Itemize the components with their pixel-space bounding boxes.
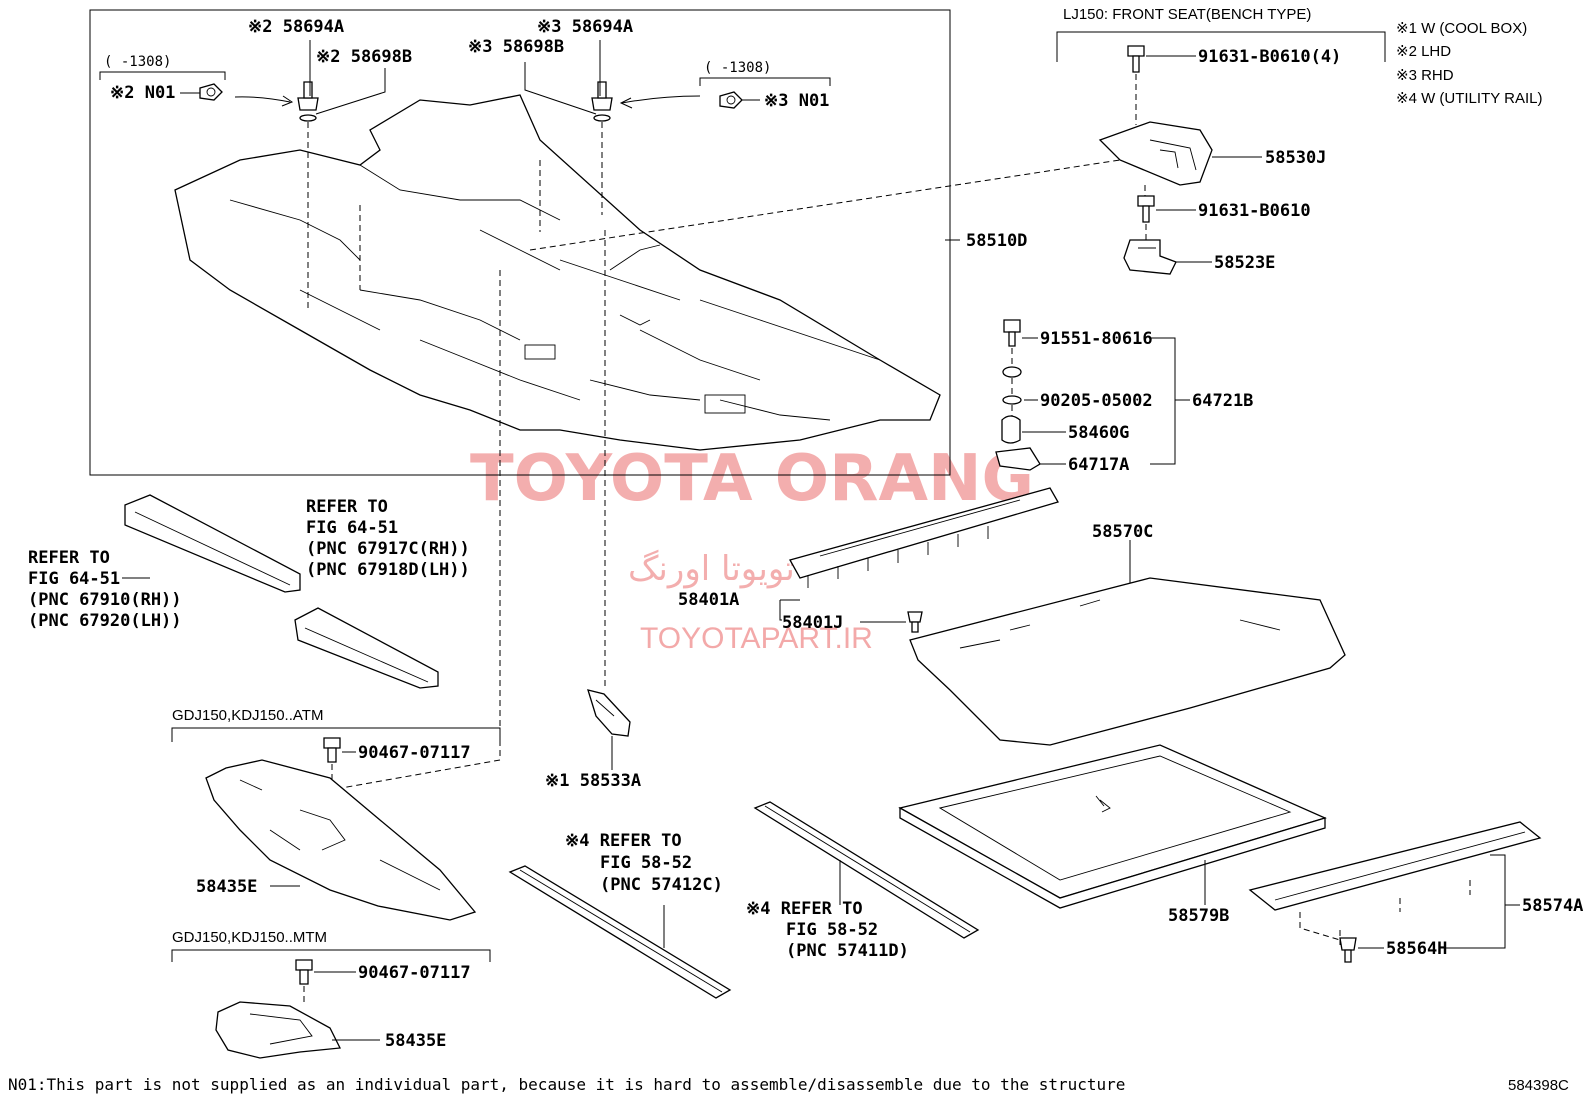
ref4-line2: FIG 58-52 [786,920,878,940]
legend: ※1 W (COOL BOX) ※2 LHD ※3 RHD ※4 W (UTIL… [1396,20,1542,107]
label-N01-left: ※2 N01 [110,83,175,103]
ref-57411D: ※4 REFER TO FIG 58-52 (PNC 57411D) [746,899,909,961]
label-58694A-right: ※3 58694A [537,17,633,37]
label-58401A: 58401A [678,590,739,610]
bracket-64717A[interactable] [995,447,1041,471]
luggage-mat-58570C[interactable] [909,577,1346,746]
bench-group-title: LJ150: FRONT SEAT(BENCH TYPE) [1063,6,1311,23]
bolt-90467-07117-atm[interactable] [323,737,341,763]
ref4-line1: ※4 REFER TO [746,899,863,919]
label-90467-07117-atm: 90467-07117 [358,743,471,763]
watermark-line2: تویوتا اورنگ [628,549,795,589]
legend-item-4: ※4 W (UTILITY RAIL) [1396,90,1542,107]
washer-58698B-left[interactable] [299,114,317,122]
watermark: TOYOTA ORANG تویوتا اورنگ TOYOTAPART.IR [470,442,1034,655]
label-64717A: 64717A [1068,455,1129,475]
ref1-line3: (PNC 67910(RH)) [28,590,182,610]
label-58523E: 58523E [1214,253,1275,273]
label-58574A: 58574A [1522,896,1583,916]
label-58694A-left: ※2 58694A [248,17,344,37]
label-90205-05002: 90205-05002 [1040,391,1153,411]
rear-step-58574A[interactable] [1248,821,1542,911]
bracket-58530J[interactable] [1098,121,1213,186]
label-58698B-right: ※3 58698B [468,37,564,57]
bolt-91551-80616[interactable] [1003,319,1021,347]
bolt-91631-B0610[interactable] [1137,195,1155,223]
ref-57412C: ※4 REFER TO FIG 58-52 (PNC 57412C) [565,831,723,895]
watermark-line1: TOYOTA ORANG [470,442,1034,516]
ref1-line1: REFER TO [28,548,110,568]
ref2-line1: REFER TO [306,497,388,517]
range-right: ( -1308) [704,60,771,76]
footnote: N01:This part is not supplied as an indi… [8,1075,1125,1094]
scuff-plate-67917C[interactable] [294,607,439,689]
nut-N01-left[interactable] [199,83,223,101]
ref3-line1: ※4 REFER TO [565,831,682,851]
ref4-line3: (PNC 57411D) [786,941,909,961]
arrow-right-head [619,97,633,109]
ref3-line2: FIG 58-52 [600,853,692,873]
utility-rail-57411D[interactable] [753,801,980,939]
washer-58698B-right[interactable] [593,114,611,122]
ref1-line4: (PNC 67920(LH)) [28,611,182,631]
ref2-line3: (PNC 67917C(RH)) [306,539,470,559]
utility-rail-57412C[interactable] [508,865,732,999]
arrow-right [621,95,701,104]
legend-item-2: ※2 LHD [1396,43,1451,60]
scuff-plate-67910[interactable] [124,494,301,593]
clip-58401J[interactable] [907,611,923,633]
label-58401J: 58401J [782,613,843,633]
carpet-group-box [89,9,951,476]
label-91631-B0610-4: 91631-B0610(4) [1198,47,1341,67]
clip-58694A-left[interactable] [297,81,319,111]
clip-58564H[interactable] [1339,937,1357,963]
ref3-line3: (PNC 57412C) [600,875,723,895]
deck-board-58579B[interactable] [898,744,1327,909]
label-91551-80616: 91551-80616 [1040,329,1153,349]
cover-58435E-atm[interactable] [205,759,477,921]
label-58460G: 58460G [1068,423,1129,443]
group-mtm-title: GDJ150,KDJ150..MTM [172,929,327,946]
watermark-line3: TOYOTAPART.IR [640,622,873,655]
bracket-58523E[interactable] [1123,239,1177,275]
label-90467-07117-mtm: 90467-07117 [358,963,471,983]
ref2-line2: FIG 64-51 [306,518,398,538]
legend-item-3: ※3 RHD [1396,67,1454,84]
nut-N01-right[interactable] [719,91,743,109]
label-58564H: 58564H [1386,939,1447,959]
arrow-left [234,96,291,103]
arrow-left-head [281,95,294,107]
legend-item-1: ※1 W (COOL BOX) [1396,20,1527,37]
ref-67917C: REFER TO FIG 64-51 (PNC 67917C(RH)) (PNC… [306,497,470,580]
label-58510D: 58510D [966,231,1027,251]
cover-58435E-mtm[interactable] [215,1001,342,1059]
clip-58694A-right[interactable] [591,81,613,111]
bolt-90467-07117-mtm[interactable] [295,959,313,985]
floor-carpet-58510D[interactable] [174,94,941,451]
label-58579B: 58579B [1168,906,1229,926]
spacer-part[interactable] [1002,366,1022,378]
label-58435E-mtm: 58435E [385,1031,446,1051]
group-atm-title: GDJ150,KDJ150..ATM [172,707,323,724]
figure-id: 584398C [1508,1077,1569,1094]
label-N01-right: ※3 N01 [764,91,829,111]
label-58570C: 58570C [1092,522,1153,542]
hook-58460G[interactable] [1001,415,1021,444]
ref-67910: REFER TO FIG 64-51 (PNC 67910(RH)) (PNC … [28,548,182,631]
label-58533A: ※1 58533A [545,771,641,791]
label-64721B: 64721B [1192,391,1253,411]
label-58698B-left: ※2 58698B [316,47,412,67]
ref1-line2: FIG 64-51 [28,569,120,589]
rail-58401A[interactable] [789,487,1059,588]
bracket-58533A[interactable] [587,689,631,737]
label-58435E-atm: 58435E [196,877,257,897]
label-58530J: 58530J [1265,148,1326,168]
range-left: ( -1308) [104,54,171,70]
label-91631-B0610: 91631-B0610 [1198,201,1311,221]
ref2-line4: (PNC 67918D(LH)) [306,560,470,580]
washer-90205-05002[interactable] [1002,395,1022,405]
bolt-91631-B0610-4[interactable] [1127,45,1145,73]
